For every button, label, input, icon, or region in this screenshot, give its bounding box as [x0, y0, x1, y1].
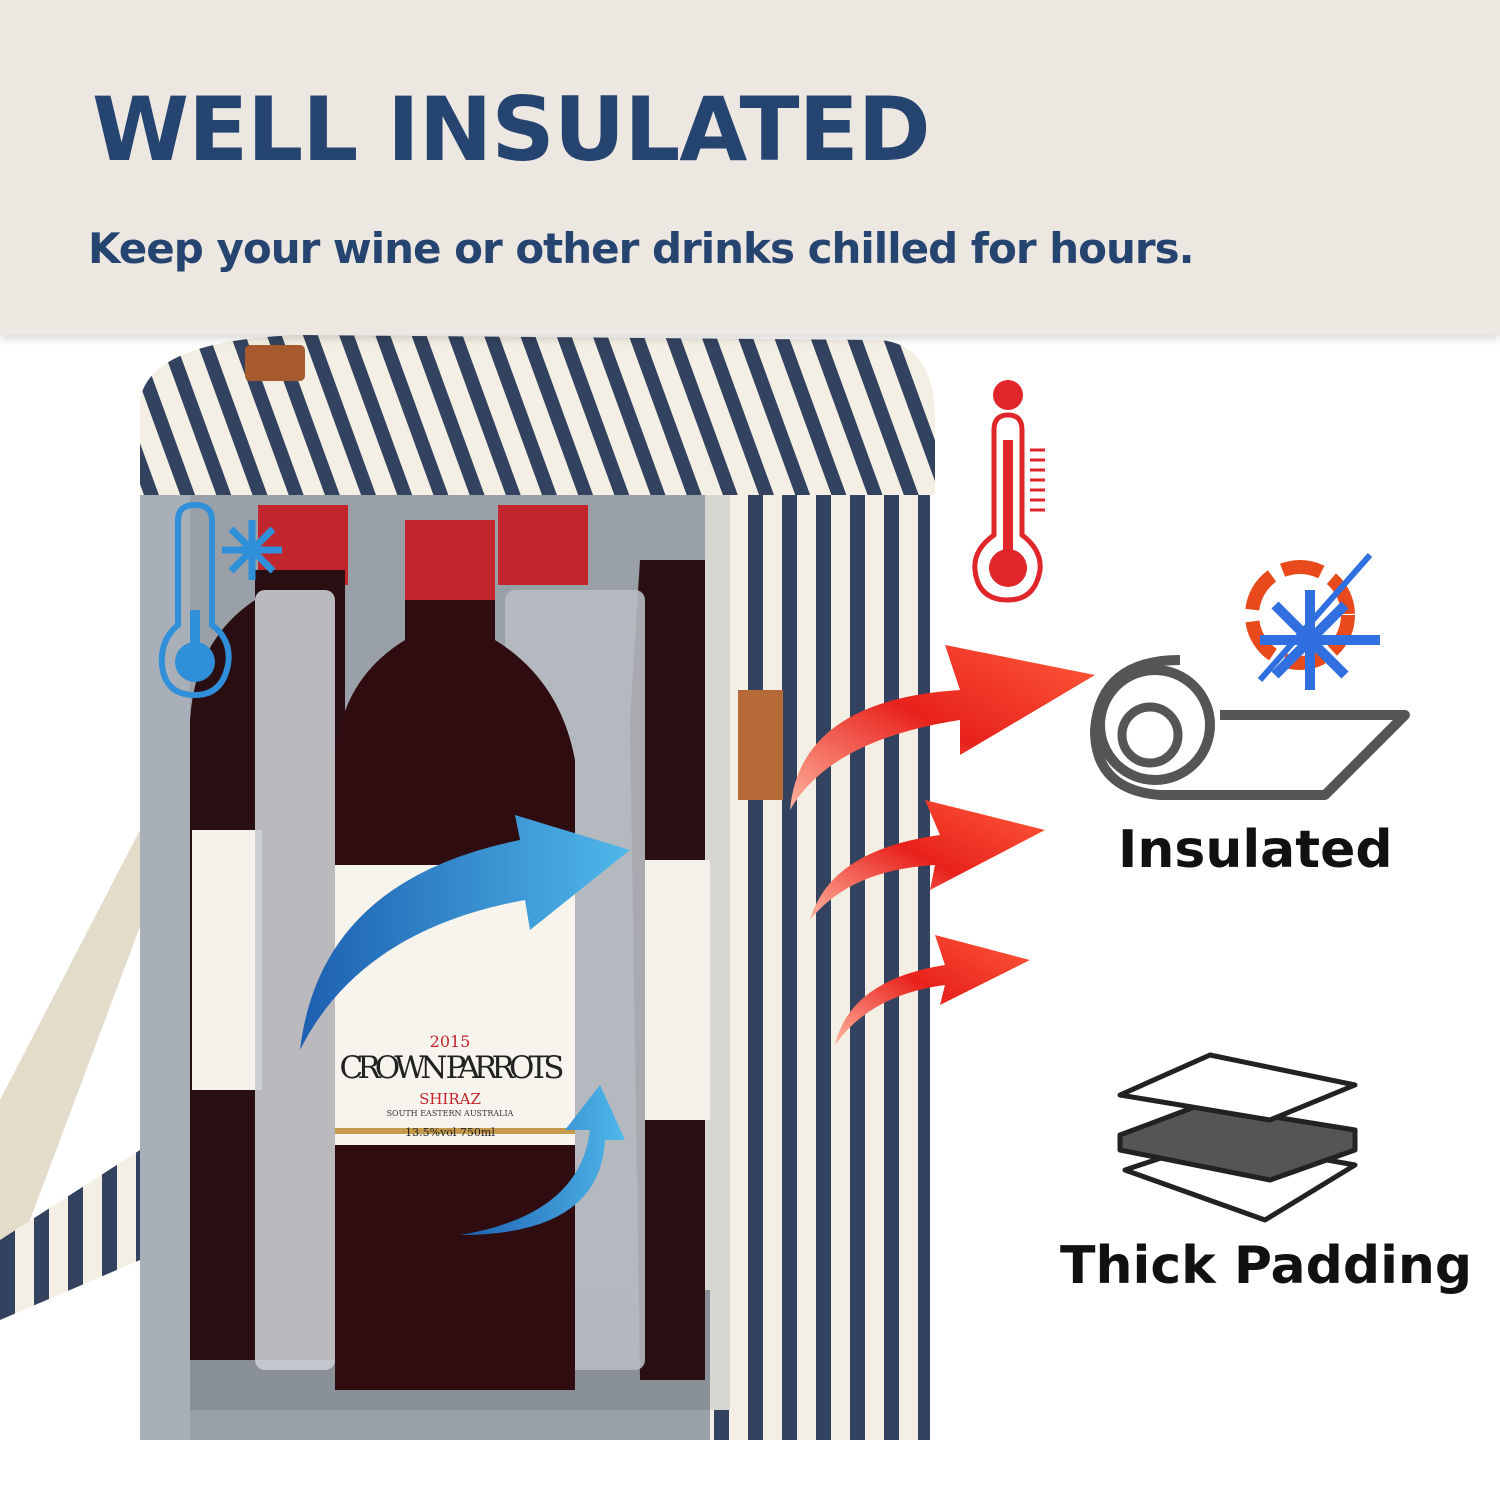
padding-layers-icon [1117, 1052, 1358, 1223]
hot-thermometer-icon [972, 380, 1045, 603]
wine-label-brand: CROWN PARROTS [340, 1050, 565, 1086]
feature-label-thick-padding: Thick Padding [1060, 1236, 1473, 1296]
page-title: WELL INSULATED [92, 78, 931, 181]
page-subtitle: Keep your wine or other drinks chilled f… [88, 224, 1195, 273]
shoulder-strap [0, 830, 150, 1320]
feature-label-insulated: Insulated [1118, 820, 1393, 880]
heat-arrows [790, 645, 1095, 1045]
header-banner: WELL INSULATED Keep your wine or other d… [0, 0, 1500, 335]
cold-air-arrows [290, 815, 630, 1235]
wine-label-volume: 13.5%vol 750ml [405, 1126, 495, 1139]
wine-label-variety: SHIRAZ [419, 1090, 481, 1108]
wine-label-region: SOUTH EASTERN AUSTRALIA [387, 1109, 514, 1118]
wine-bottles [190, 505, 710, 1390]
insulated-roll-icon [1090, 553, 1410, 800]
cold-thermometer-icon [158, 501, 282, 699]
wine-label-year: 2015 [430, 1032, 471, 1051]
